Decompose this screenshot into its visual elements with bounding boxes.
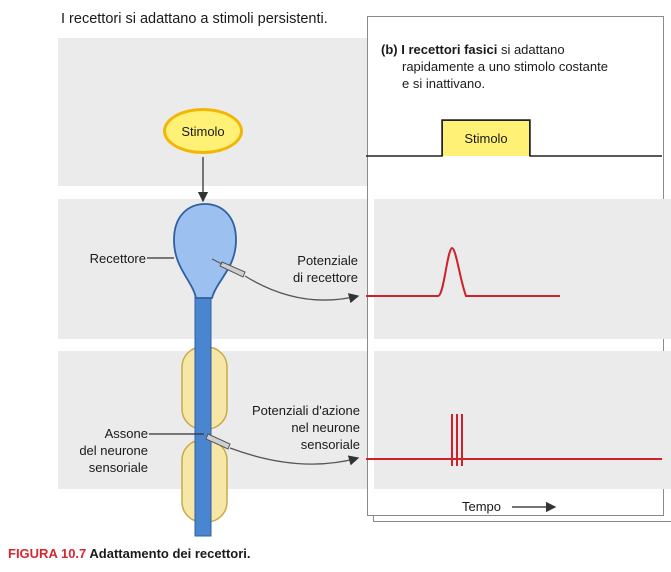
stimulus-box-label: Stimolo [464,131,508,146]
panel-tag: (b) [381,42,398,57]
action-potentials-line1: Potenziali d'azione [252,403,360,418]
receptor-potential-trace [366,246,560,297]
headline: I recettori si adattano a stimoli persis… [61,11,328,27]
panel-bold-text: I recettori fasici [401,42,498,57]
receptor-potential-arrow [244,275,360,304]
panel-text-line3: e si inattivano. [402,76,486,91]
panel-text-line2: rapidamente a uno stimolo costante [402,59,608,74]
action-potentials-line2: nel neurone [291,420,360,435]
action-potentials-label: Potenziali d'azione nel neurone sensoria… [228,402,360,453]
axon-label-line3: sensoriale [88,460,148,475]
receptor-potential-line1: Potenziale [297,253,358,268]
axon-label-line1: Assone [104,426,148,441]
axon-label: Assone del neurone sensoriale [58,425,148,476]
figure-caption: FIGURA 10.7 Adattamento dei recettori. [8,546,251,561]
panel-text-line1: si adattano [497,42,565,57]
time-axis-label: Tempo [462,499,502,514]
receptor-label: Recettore [89,251,146,266]
receptor-potential-line2: di recettore [292,270,358,285]
panel-axon-band [374,351,671,489]
stimulus-box: Stimolo [442,120,530,156]
figure-number: FIGURA 10.7 [8,546,87,561]
panel-receptor-band [374,199,671,339]
receptor-electrode-icon [211,258,246,278]
action-potentials-line3: sensoriale [300,437,360,452]
panel-description: (b) I recettori fasici si adattano rapid… [381,41,651,92]
figure-title: Adattamento dei recettori. [89,546,251,561]
axon-label-line2: del neurone [79,443,148,458]
axon [194,289,212,537]
stimulus-oval: Stimolo [163,108,243,154]
receptor-potential-label: Potenziale di recettore [262,252,358,286]
axon-electrode-icon [205,433,231,450]
receptor-body [173,203,237,299]
stimulus-label: Stimolo [181,123,225,139]
action-potential-arrow [229,447,360,466]
